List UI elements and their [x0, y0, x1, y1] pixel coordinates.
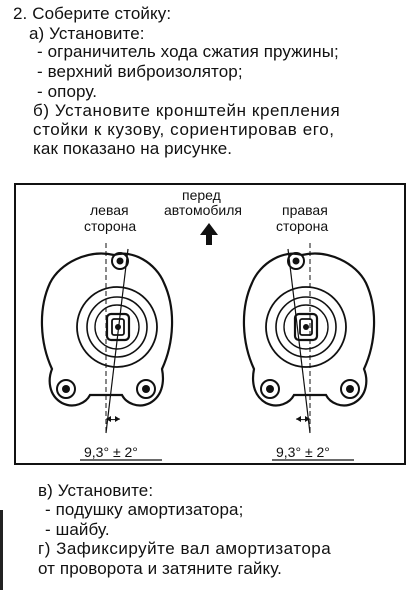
sub-step-c-item-1: - подушку амортизатора;	[45, 500, 244, 519]
sub-step-a-item-2: - верхний виброизолятор;	[37, 62, 243, 81]
sub-step-d-line-2: от проворота и затяните гайку.	[38, 559, 282, 578]
front-label-line-2: автомобиля	[164, 202, 242, 218]
left-side-label-line-1: левая	[90, 202, 129, 218]
right-strut-mount	[242, 243, 376, 434]
sub-step-d-line-1: г) Зафиксируйте вал амортизатора	[38, 539, 332, 558]
right-side-label-line-2: сторона	[276, 218, 328, 234]
right-angle-label: 9,3° ± 2°	[276, 444, 330, 460]
sub-step-c-item-2: - шайбу.	[45, 520, 110, 539]
sub-step-a-item-1: - ограничитель хода сжатия пружины;	[37, 42, 339, 61]
up-arrow-icon	[200, 223, 218, 245]
sub-step-b-line-3: как показано на рисунке.	[33, 139, 233, 158]
right-side-label-line-1: правая	[282, 202, 328, 218]
front-label-line-1: перед	[182, 187, 221, 203]
sub-step-a-title: а) Установите:	[29, 24, 145, 43]
left-side-label-line-2: сторона	[84, 218, 136, 234]
strut-mount-orientation-figure: перед автомобиля левая сторона правая ст…	[14, 183, 406, 465]
sub-step-a-item-3: - опору.	[37, 82, 98, 101]
sub-step-b-line-1: б) Установите кронштейн крепления	[33, 101, 341, 120]
scan-edge-mark	[0, 510, 3, 590]
left-angle-label: 9,3° ± 2°	[84, 444, 138, 460]
sub-step-c-title: в) Установите:	[38, 481, 154, 500]
sub-step-b-line-2: стойки к кузову, сориентировав его,	[33, 120, 335, 139]
step-title: 2. Соберите стойку:	[13, 4, 172, 23]
left-strut-mount	[40, 243, 174, 434]
